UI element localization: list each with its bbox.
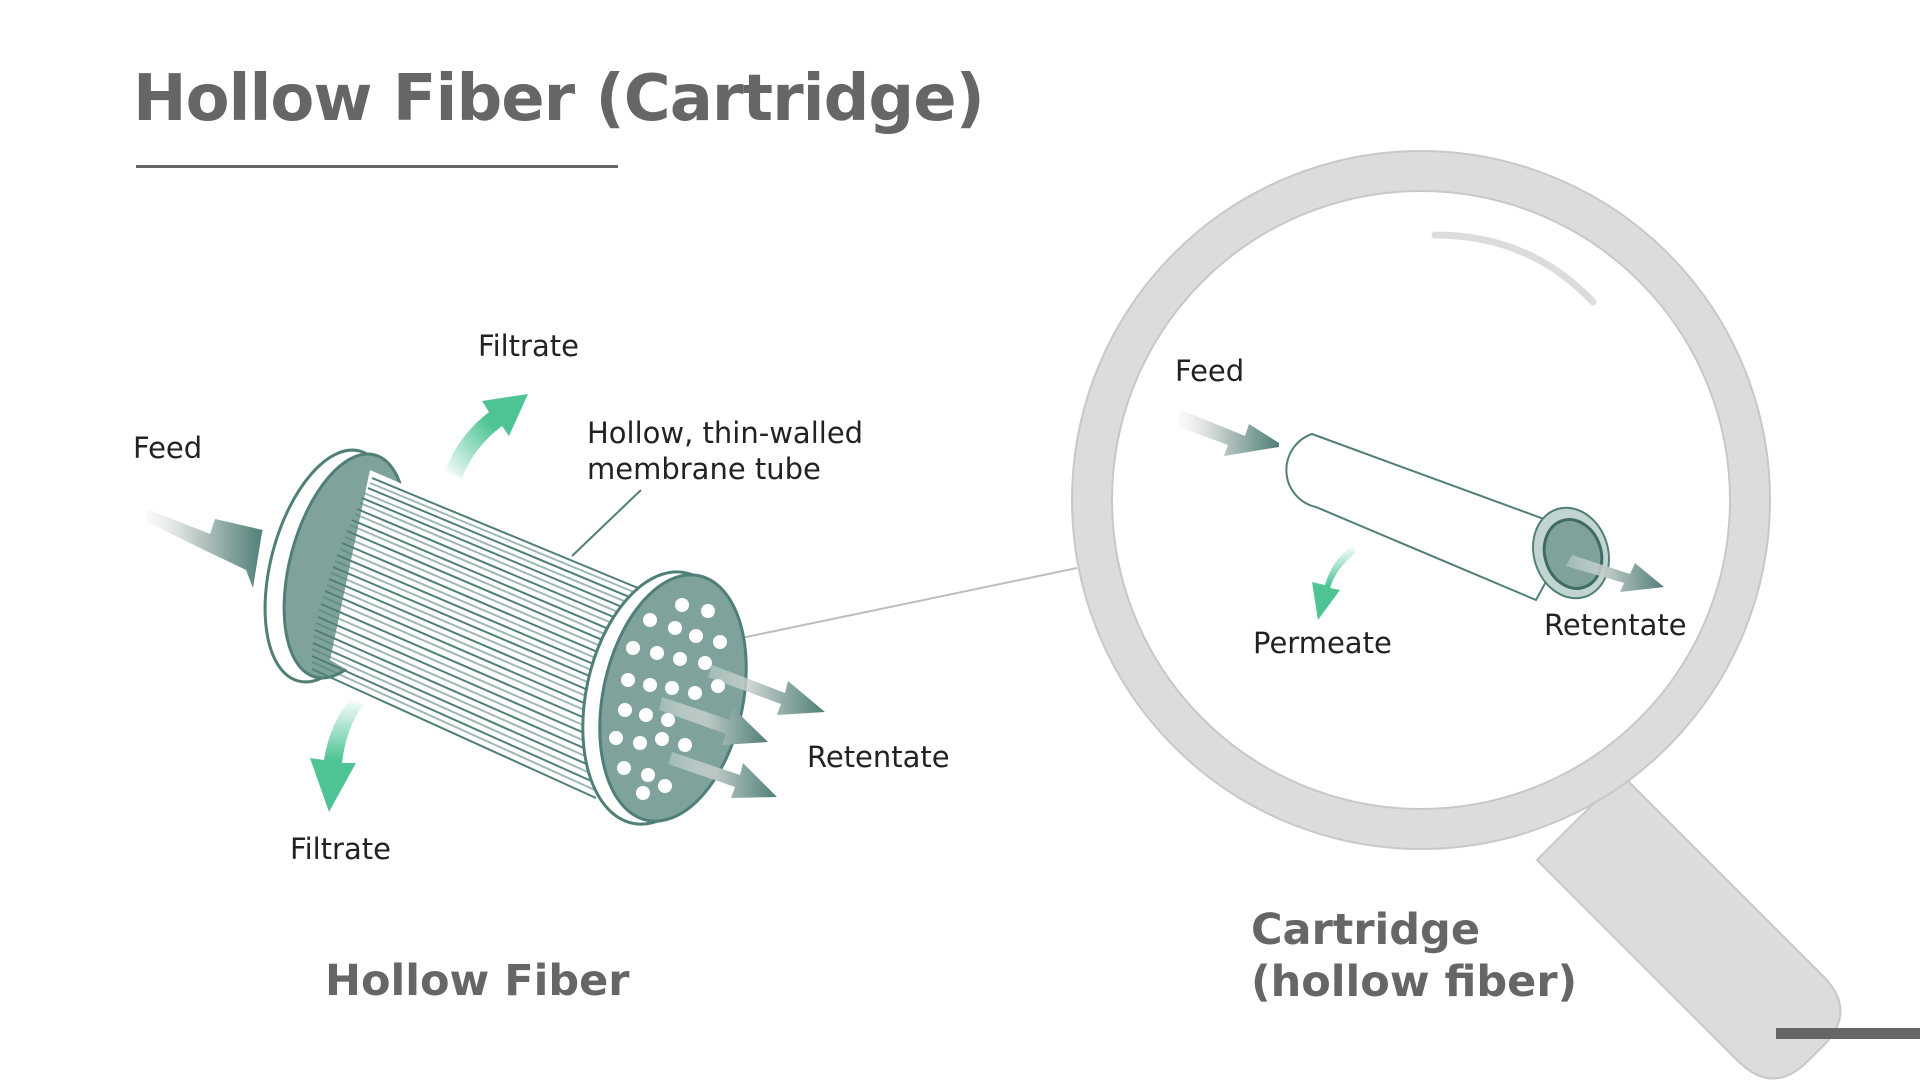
magnifier-ring	[1072, 151, 1770, 849]
filtrate-bottom-label: Filtrate	[290, 832, 391, 866]
retentate-arrow-3	[668, 752, 777, 798]
filtrate-top-arrow	[445, 394, 528, 478]
feed-arrow	[147, 509, 263, 588]
corner-accent-bar	[1776, 1028, 1920, 1039]
title-underline	[136, 165, 618, 168]
cartridge-caption: Cartridge (hollow fiber)	[1251, 905, 1577, 1008]
magnifier-handle	[1535, 773, 1842, 1080]
filtrate-bottom-arrow	[310, 697, 363, 812]
membrane-tube-label-line2: membrane tube	[587, 452, 821, 487]
lens-feed-label: Feed	[1175, 354, 1245, 388]
retentate-arrow-2	[659, 697, 768, 745]
single-fiber-tube	[1285, 432, 1610, 602]
lens-feed-arrow	[1179, 409, 1279, 456]
lens-permeate-label: Permeate	[1253, 626, 1392, 660]
membrane-tube-label: Hollow, thin-walled membrane tube	[587, 415, 863, 488]
filtrate-top-label: Filtrate	[478, 329, 579, 363]
hollow-fiber-caption: Hollow Fiber	[325, 956, 630, 1006]
cartridge-caption-line1: Cartridge	[1251, 905, 1481, 955]
fiber-openings	[609, 598, 727, 800]
zoom-connector-line	[726, 567, 1078, 642]
retentate-label: Retentate	[807, 740, 950, 774]
lens-retentate-label: Retentate	[1544, 608, 1687, 642]
feed-label: Feed	[133, 431, 203, 465]
retentate-arrow-1	[708, 665, 825, 715]
membrane-callout-line	[571, 489, 642, 557]
membrane-tube-label-line1: Hollow, thin-walled	[587, 416, 864, 450]
lens-retentate-arrow	[1566, 555, 1664, 592]
cartridge-caption-line2: (hollow fiber)	[1251, 956, 1578, 1007]
lens-permeate-arrow	[1312, 545, 1356, 620]
lens-glare	[1431, 231, 1597, 306]
page-title: Hollow Fiber (Cartridge)	[133, 62, 985, 136]
